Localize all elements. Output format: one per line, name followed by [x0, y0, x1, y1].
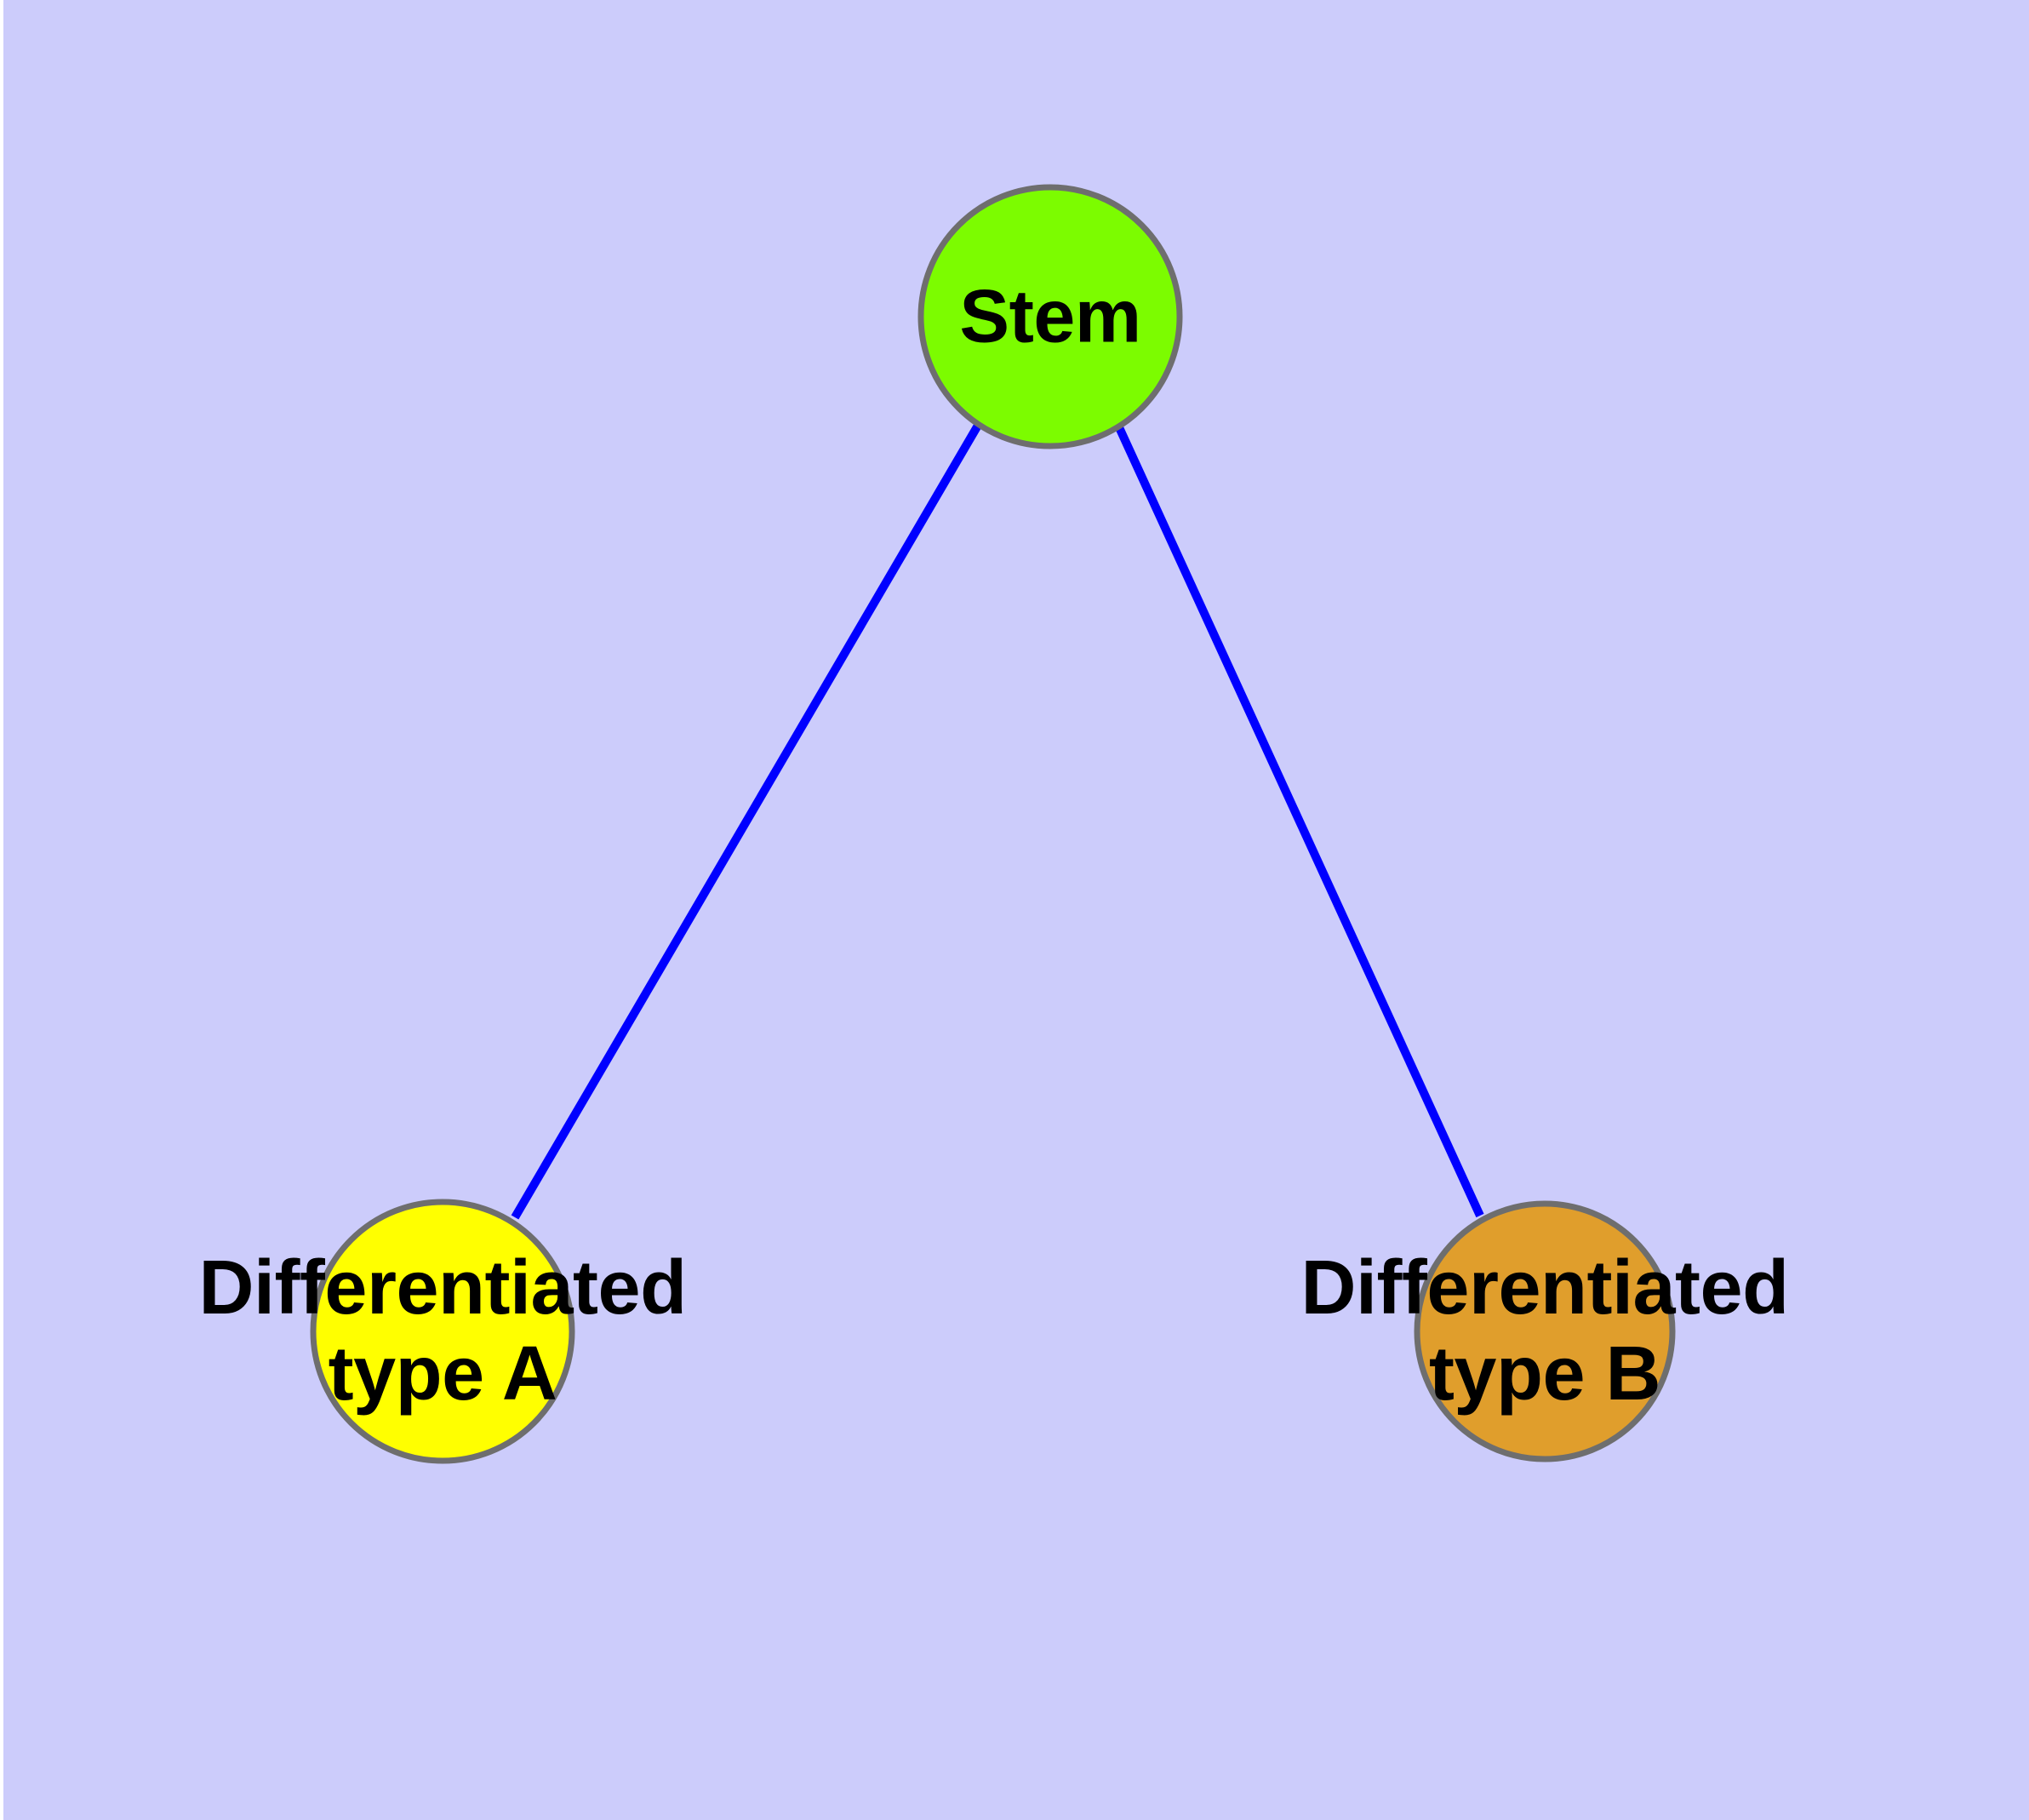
- node-differentiated-type-b[interactable]: [1414, 1200, 1676, 1462]
- node-layer: [310, 184, 1676, 1464]
- edge-stem-to-diff-a: [511, 421, 983, 1220]
- node-stem[interactable]: [917, 184, 1183, 449]
- edge-layer: [511, 421, 1484, 1220]
- edge-stem-to-diff-b: [1114, 423, 1484, 1218]
- node-differentiated-type-a[interactable]: [310, 1199, 575, 1464]
